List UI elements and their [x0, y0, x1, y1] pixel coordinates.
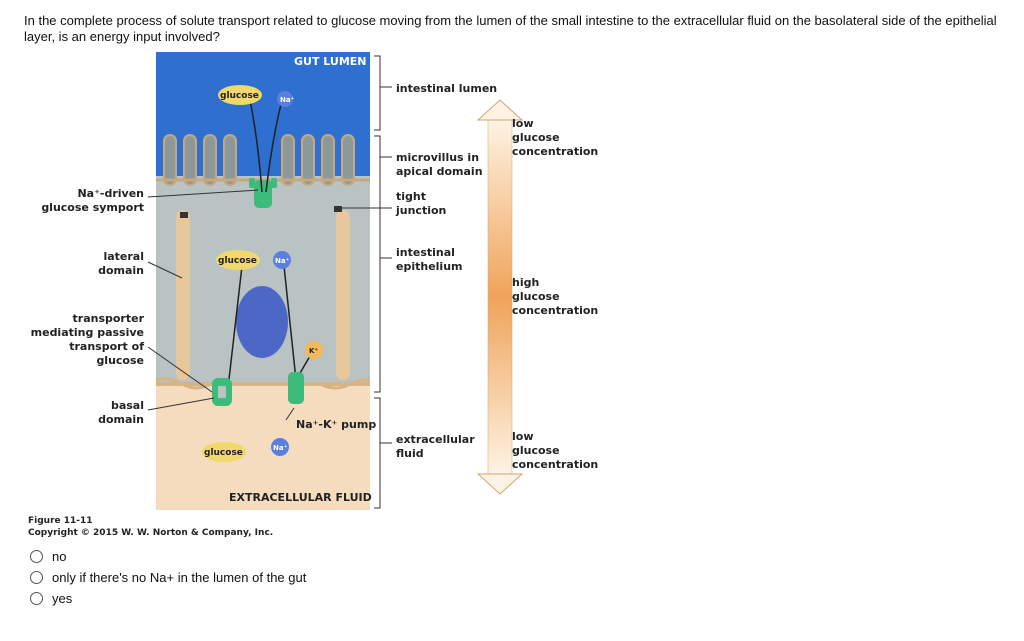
lateral-membranes: [176, 210, 350, 380]
pointer-lines: [147, 86, 392, 444]
glucose-cell-label: glucose: [218, 256, 257, 266]
na-cell: [273, 251, 291, 269]
gradient-bar: [487, 119, 513, 475]
glucose-lumen: [218, 85, 262, 105]
radio-no[interactable]: [30, 550, 43, 563]
answer-options: no only if there's no Na+ in the lumen o…: [30, 546, 306, 609]
nucleus: [236, 286, 288, 358]
label-intestinal-epithelium: intestinal epithelium: [396, 246, 463, 273]
label-intestinal-lumen: intestinal lumen: [396, 82, 498, 95]
label-gradient-middle: high glucose concentration: [512, 276, 599, 317]
na-lumen-label: Na⁺: [280, 96, 295, 104]
option-no-label: no: [52, 549, 67, 564]
gut-lumen-title: GUT LUMEN: [294, 55, 367, 68]
glucose-ecf-label: glucose: [204, 448, 243, 458]
label-passive-transporter: transporter mediating passive transport …: [30, 312, 144, 367]
na-lumen: [277, 91, 293, 107]
radio-yes[interactable]: [30, 592, 43, 605]
k-cell: [305, 341, 323, 359]
radio-only-if-no-na[interactable]: [30, 571, 43, 584]
label-basal-domain: basal domain: [98, 399, 144, 426]
tight-junctions: [180, 206, 342, 218]
symporter: [249, 178, 277, 208]
glucose-ecf: [202, 442, 246, 462]
option-only-if-no-na-label: only if there's no Na+ in the lumen of t…: [52, 570, 307, 585]
k-cell-label: K⁺: [309, 347, 319, 355]
question-text: In the complete process of solute transp…: [24, 13, 997, 44]
na-ecf: [271, 438, 289, 456]
gradient-arrow-up: [476, 99, 524, 121]
option-no[interactable]: no: [30, 546, 306, 567]
label-symport: Na⁺-driven glucose symport: [41, 187, 144, 214]
na-ecf-label: Na⁺: [273, 444, 288, 452]
gradient-arrow-down: [476, 473, 524, 495]
label-microvillus: microvillus in apical domain: [396, 151, 483, 178]
region-brackets: [374, 55, 381, 509]
label-gradient-top: low glucose concentration: [512, 117, 599, 158]
microvilli: [163, 134, 355, 186]
na-k-pump: [288, 372, 304, 404]
option-yes-label: yes: [52, 591, 73, 606]
label-tight-junction: tight junction: [396, 190, 447, 217]
na-k-pump-label: Na⁺-K⁺ pump: [296, 418, 377, 431]
figure-caption: Figure 11-11 Copyright © 2015 W. W. Nort…: [28, 516, 274, 538]
label-lateral-domain: lateral domain: [98, 250, 144, 277]
glucose-lumen-label: glucose: [220, 91, 259, 101]
option-only-if-no-na[interactable]: only if there's no Na+ in the lumen of t…: [30, 567, 306, 588]
na-cell-label: Na⁺: [275, 257, 290, 265]
option-yes[interactable]: yes: [30, 588, 306, 609]
label-extracellular-fluid: extracellular fluid: [396, 433, 475, 460]
label-gradient-bottom: low glucose concentration: [512, 430, 599, 471]
glucose-cell: [216, 250, 260, 270]
extracellular-fluid-title: EXTRACELLULAR FLUID: [229, 491, 372, 504]
